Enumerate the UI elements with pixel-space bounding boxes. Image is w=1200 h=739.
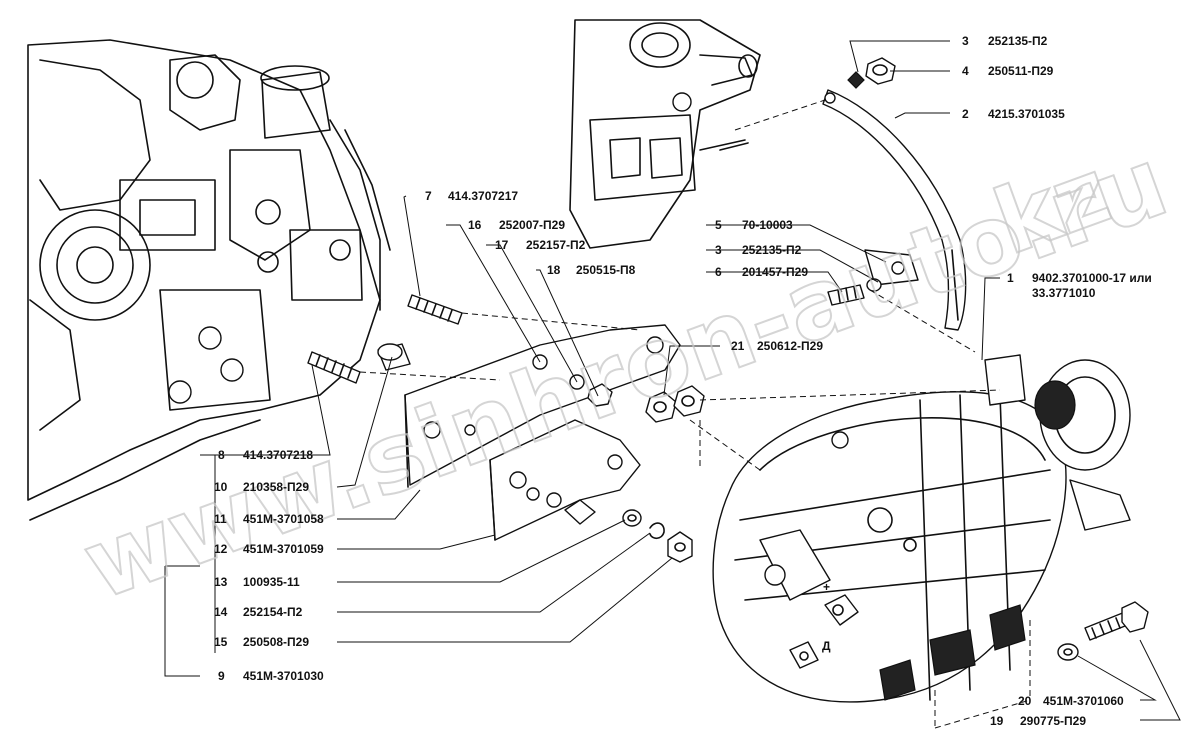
- callout-10: 10 210358-П29: [214, 480, 309, 494]
- alternator-plus-mark: +: [823, 580, 830, 594]
- callout-part-number: 9402.3701000-17 или: [1032, 271, 1152, 285]
- callout-6: 6 201457-П29: [715, 265, 808, 279]
- callout-2: 2 4215.3701035: [962, 107, 1065, 121]
- callout-19: 19 290775-П29: [990, 714, 1086, 728]
- callout-part-number: 201457-П29: [742, 265, 808, 279]
- callout-part-number: 252157-П2: [526, 238, 586, 252]
- callout-18: 18 250515-П8: [547, 263, 636, 277]
- callout-part-number: 100935-11: [243, 575, 300, 589]
- alternator-drawing: [712, 354, 1131, 703]
- fuel-pump-drawing: [569, 19, 761, 249]
- callout-21: 21 250612-П29: [731, 339, 823, 353]
- callout-part-number: 414.3707217: [448, 189, 518, 203]
- callout-11: 11 451М-3701058: [214, 512, 324, 526]
- callout-part-number: 290775-П29: [1020, 714, 1086, 728]
- callout-number: 12: [214, 542, 228, 556]
- callout-9: 9 451М-3701030: [218, 669, 324, 683]
- callout-number: 21: [731, 339, 745, 353]
- callout-number: 15: [214, 635, 228, 649]
- callout-part-number: 451М-3701060: [1043, 694, 1124, 708]
- callout-number: 16: [468, 218, 482, 232]
- callout-part-number: 252007-П29: [499, 218, 565, 232]
- studs-drawing: [307, 294, 463, 384]
- fasteners-drawing: [622, 385, 705, 563]
- callout-part-number: 250612-П29: [757, 339, 823, 353]
- callout-number: 10: [214, 480, 228, 494]
- callout-part-number: 451М-3701058: [243, 512, 324, 526]
- callout-1: 1 9402.3701000-17 или 33.3771010: [1007, 271, 1152, 300]
- callout-part-number: 252135-П2: [742, 243, 802, 257]
- callout-20: 20 451М-3701060: [1018, 694, 1124, 708]
- callout-number: 7: [425, 189, 432, 203]
- callout-14: 14 252154-П2: [214, 605, 303, 619]
- callout-part-number-alt: 33.3771010: [1032, 286, 1096, 300]
- callout-number: 5: [715, 218, 722, 232]
- callout-number: 3: [715, 243, 722, 257]
- callout-13: 13 100935-11: [214, 575, 300, 589]
- callout-number: 4: [962, 64, 969, 78]
- callout-number: 3: [962, 34, 969, 48]
- callout-number: 18: [547, 263, 561, 277]
- callout-part-number: 252154-П2: [243, 605, 303, 619]
- bracket-plates-drawing: [404, 324, 681, 541]
- callout-number: 9: [218, 669, 225, 683]
- callout-15: 15 250508-П29: [214, 635, 309, 649]
- alternator-d-mark: Д: [822, 639, 831, 653]
- callout-part-number: 4215.3701035: [988, 107, 1065, 121]
- callout-4: 4 250511-П29: [962, 64, 1054, 78]
- callout-part-number: 210358-П29: [243, 480, 309, 494]
- bolt-drawing: [1057, 601, 1149, 661]
- callout-12: 12 451М-3701059: [214, 542, 324, 556]
- callout-5: 5 70-10003: [715, 218, 793, 232]
- callout-number: 19: [990, 714, 1004, 728]
- callout-list: 3 252135-П2 4 250511-П29 2 4215.3701035 …: [214, 34, 1152, 728]
- engine-block-drawing: [27, 39, 391, 521]
- tension-bar-drawing: [822, 57, 967, 331]
- callout-7: 7 414.3707217: [425, 189, 518, 203]
- callout-number: 6: [715, 265, 722, 279]
- callout-number: 8: [218, 448, 225, 462]
- callout-number: 17: [495, 238, 509, 252]
- callout-part-number: 250508-П29: [243, 635, 309, 649]
- callout-16: 16 252007-П29: [468, 218, 565, 232]
- callout-number: 1: [1007, 271, 1014, 285]
- callout-part-number: 414.3707218: [243, 448, 313, 462]
- callout-part-number: 451М-3701030: [243, 669, 324, 683]
- assembly-dashed-lines: [359, 99, 1031, 729]
- callout-part-number: 252135-П2: [988, 34, 1048, 48]
- callout-number: 11: [214, 512, 227, 526]
- leader-lines: [164, 40, 1181, 721]
- callout-part-number: 70-10003: [742, 218, 793, 232]
- callout-8: 8 414.3707218: [218, 448, 313, 462]
- callout-3-mid: 3 252135-П2: [715, 243, 802, 257]
- callout-17: 17 252157-П2: [495, 238, 586, 252]
- callout-part-number: 250515-П8: [576, 263, 636, 277]
- callout-part-number: 451М-3701059: [243, 542, 324, 556]
- callout-part-number: 250511-П29: [988, 64, 1054, 78]
- callout-3-top: 3 252135-П2: [962, 34, 1048, 48]
- callout-number: 13: [214, 575, 228, 589]
- callout-number: 20: [1018, 694, 1032, 708]
- callout-number: 2: [962, 107, 969, 121]
- callout-number: 14: [214, 605, 228, 619]
